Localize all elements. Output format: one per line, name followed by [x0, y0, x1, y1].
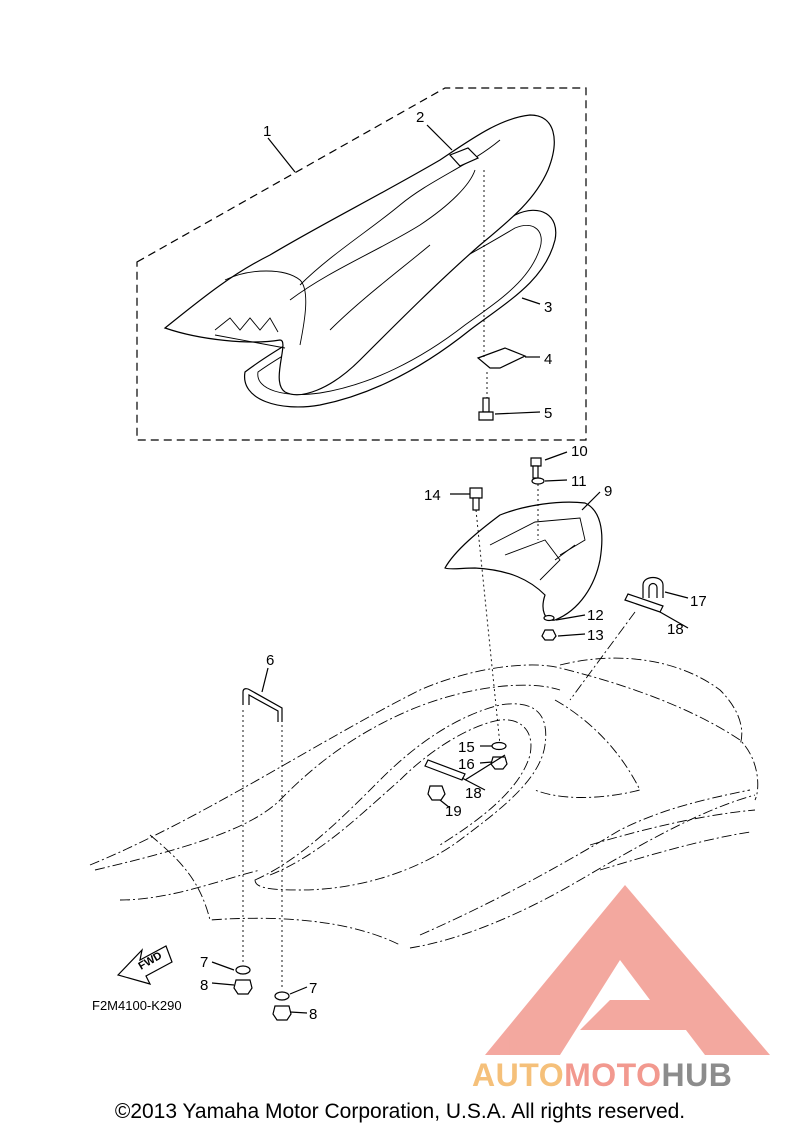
bolt-5 — [478, 397, 494, 421]
callout-14: 14 — [424, 487, 441, 504]
nut-8a — [233, 979, 253, 995]
plate-18b — [424, 759, 466, 781]
diagram-code: F2M4100-K290 — [92, 998, 182, 1013]
callout-1: 1 — [263, 123, 271, 140]
nut-19 — [427, 785, 446, 801]
washer-7b — [274, 991, 290, 1001]
watermark-logo — [485, 885, 770, 1055]
callout-15: 15 — [458, 739, 475, 756]
fwd-arrow-icon: FWD — [116, 945, 173, 985]
callout-9: 9 — [604, 483, 612, 500]
callout-6: 6 — [266, 652, 274, 669]
grab-handle — [242, 688, 283, 722]
callout-7a: 7 — [200, 954, 208, 971]
callout-16: 16 — [458, 756, 475, 773]
copyright-notice: ©2013 Yamaha Motor Corporation, U.S.A. A… — [114, 1100, 686, 1123]
watermark-text: AUTOMOTOHUB — [472, 1057, 732, 1093]
washer-15 — [491, 741, 507, 751]
u-bolt-17 — [642, 576, 664, 598]
seat-bracket — [476, 347, 527, 369]
callout-10: 10 — [571, 443, 588, 460]
callout-5: 5 — [544, 405, 552, 422]
callout-2: 2 — [416, 109, 424, 126]
plate-18 — [624, 593, 664, 613]
emblem — [448, 147, 480, 167]
callout-8a: 8 — [200, 977, 208, 994]
seat-cushion — [163, 114, 555, 396]
callout-4: 4 — [544, 351, 552, 368]
washer-11 — [531, 477, 545, 485]
callout-11: 11 — [571, 473, 587, 490]
nut-13 — [541, 629, 557, 641]
bolt-14 — [469, 487, 483, 511]
rear-seat-cover — [444, 501, 603, 621]
callout-19: 19 — [445, 803, 462, 820]
callout-13: 13 — [587, 627, 604, 644]
seat-assembly-boundary — [136, 87, 587, 441]
callout-18a: 18 — [667, 621, 684, 638]
nut-8b — [272, 1005, 292, 1021]
callout-18b: 18 — [465, 785, 482, 802]
bolt-10 — [530, 457, 542, 479]
hull-deck — [89, 664, 759, 866]
callout-8b: 8 — [309, 1006, 317, 1023]
washer-12 — [543, 614, 555, 622]
callout-17: 17 — [690, 593, 707, 610]
washer-7a — [235, 965, 251, 975]
callout-3: 3 — [544, 299, 552, 316]
callout-7b: 7 — [309, 980, 317, 997]
callout-12: 12 — [587, 607, 604, 624]
